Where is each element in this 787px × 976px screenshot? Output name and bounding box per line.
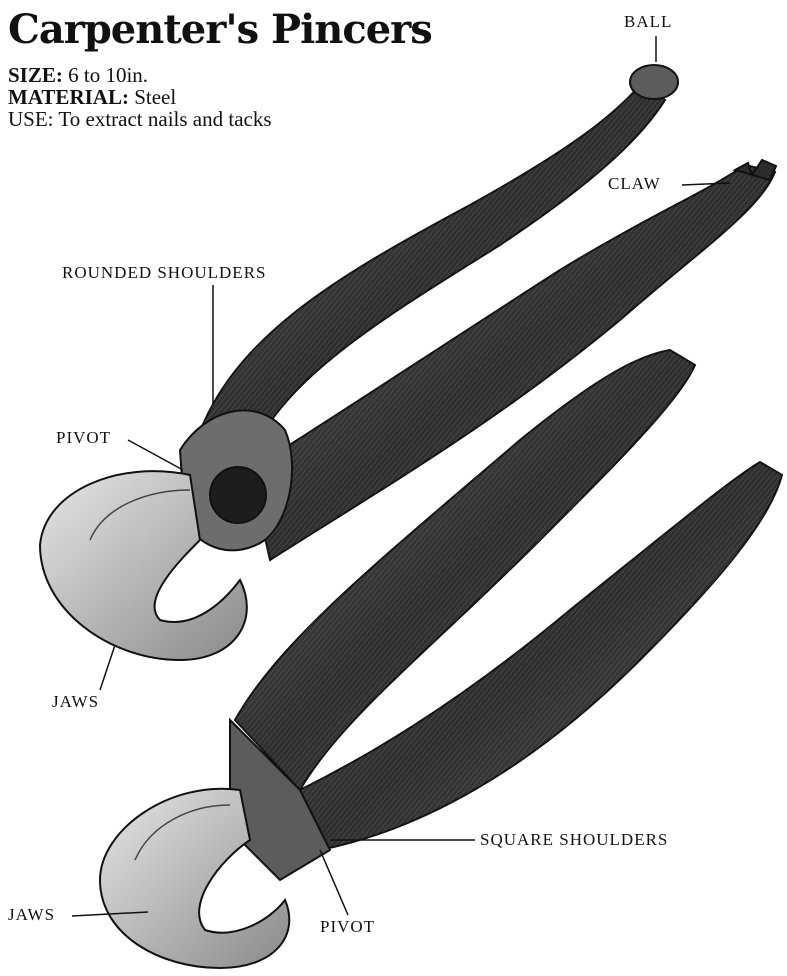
label-square-shoulders: SQUARE SHOULDERS — [480, 830, 668, 850]
label-ball: BALL — [624, 12, 672, 32]
label-pivot-bottom: PIVOT — [320, 917, 375, 937]
ball-knob — [630, 65, 678, 99]
top-pivot-rivet — [210, 467, 266, 523]
label-pivot-top: PIVOT — [56, 428, 111, 448]
label-claw: CLAW — [608, 174, 661, 194]
label-jaws-top: JAWS — [52, 692, 99, 712]
label-rounded-shoulders: ROUNDED SHOULDERS — [62, 263, 266, 283]
label-jaws-bottom: JAWS — [8, 905, 55, 925]
